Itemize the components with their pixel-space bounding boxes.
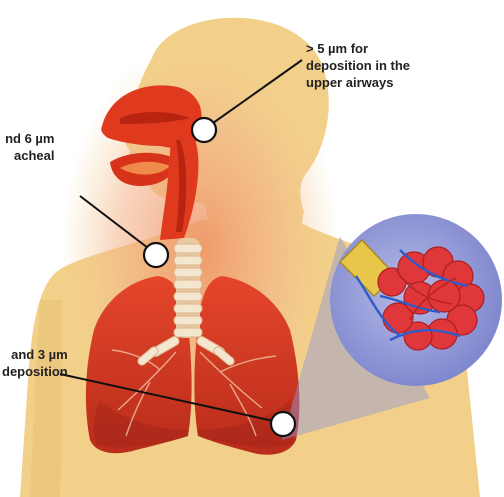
label-upper-line2: deposition in the xyxy=(306,57,410,74)
label-tracheal: nd 6 µm acheal xyxy=(0,130,54,164)
label-upper-line1: > 5 µm for xyxy=(306,40,410,57)
label-alveolar-line1: and 3 µm xyxy=(4,346,68,363)
label-tracheal-line2: acheal xyxy=(14,147,54,164)
marker-tracheal xyxy=(144,243,168,267)
label-upper-airways: > 5 µm for deposition in the upper airwa… xyxy=(306,40,410,91)
label-alveolar: and 3 µm deposition xyxy=(0,346,68,380)
marker-upper-airways xyxy=(192,118,216,142)
marker-alveolar xyxy=(271,412,295,436)
label-tracheal-line1: nd 6 µm xyxy=(2,130,54,147)
label-alveolar-line2: deposition xyxy=(2,363,68,380)
label-upper-line3: upper airways xyxy=(306,74,410,91)
